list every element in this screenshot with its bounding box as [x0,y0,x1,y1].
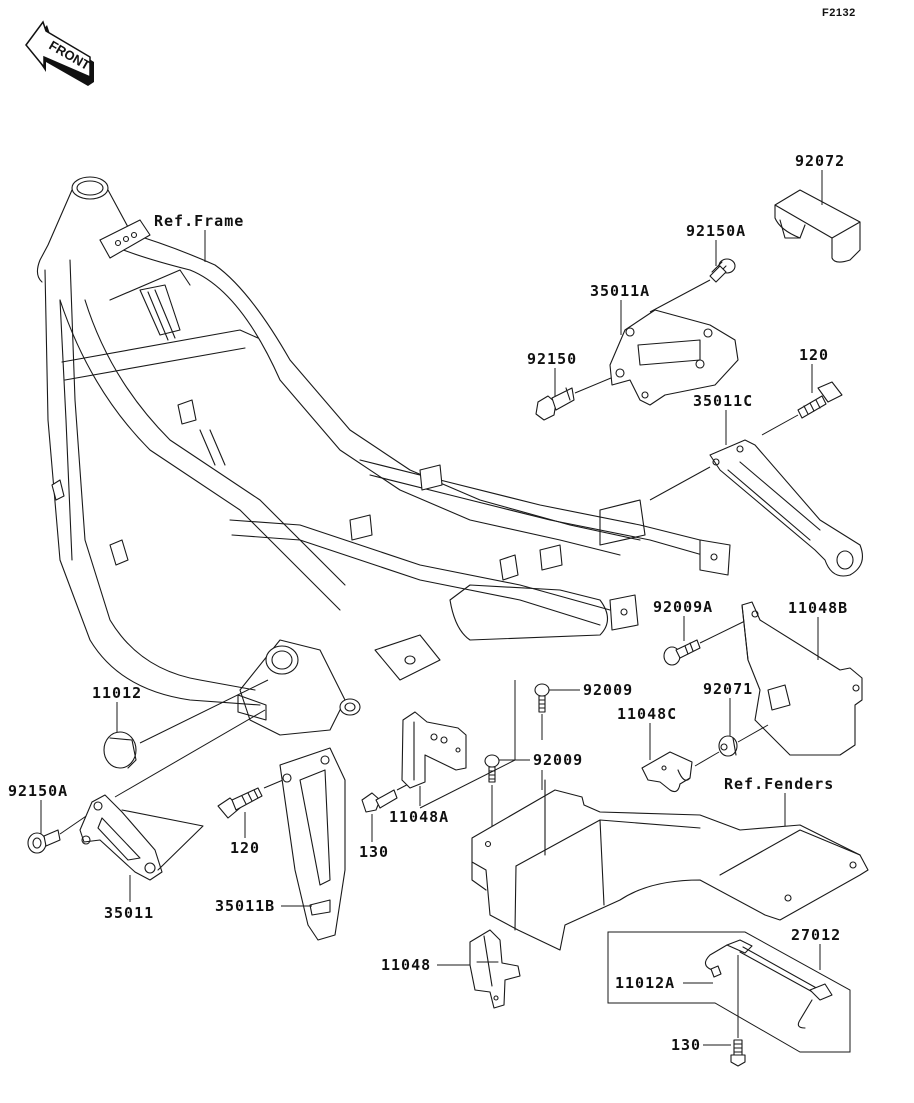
label-11012A: 11012A [615,974,675,992]
part-11048C-bracket[interactable] [641,751,693,793]
label-35011C: 35011C [693,392,753,410]
part-92071-grommet[interactable] [718,735,738,757]
label-27012: 27012 [791,926,841,944]
part-11012-cap[interactable] [103,731,137,769]
label-35011A: 35011A [590,282,650,300]
part-92072-band[interactable] [774,189,861,263]
label-92009-lower: 92009 [533,751,583,769]
part-92150A-bolt-top[interactable] [709,258,736,283]
part-120-bolt-bottom[interactable] [217,787,263,819]
part-92009-screw-upper[interactable] [534,683,550,713]
part-11048-bracket[interactable] [469,929,521,1009]
label-35011: 35011 [104,904,154,922]
part-92009A-screw[interactable] [663,639,701,666]
label-92150A-top: 92150A [686,222,746,240]
label-120-top: 120 [799,346,829,364]
label-130-lower: 130 [671,1036,701,1054]
label-130-upper: 130 [359,843,389,861]
label-92071: 92071 [703,680,753,698]
label-92150: 92150 [527,350,577,368]
frame-drawing [36,176,731,736]
label-92009A: 92009A [653,598,713,616]
part-35011B-bracket[interactable] [279,747,346,941]
part-92150-bolt[interactable] [535,387,575,421]
part-130-bolt-upper[interactable] [361,789,398,813]
label-11048B: 11048B [788,599,848,617]
part-11048A-bracket[interactable] [401,711,467,789]
part-27012-bracket[interactable] [607,931,851,1053]
part-120-bolt-top[interactable] [797,381,843,419]
rear-fender-drawing [471,779,869,951]
part-92150A-bolt-bottom[interactable] [27,829,61,854]
part-35011A-bracket[interactable] [609,309,739,406]
label-11048: 11048 [381,956,431,974]
label-11012: 11012 [92,684,142,702]
label-92072: 92072 [795,152,845,170]
label-92009-upper: 92009 [583,681,633,699]
ref-frame-label: Ref.Frame [154,212,244,230]
label-120-bottom: 120 [230,839,260,857]
ref-fenders-label: Ref.Fenders [724,775,834,793]
label-35011B: 35011B [215,897,275,915]
figure-code: F2132 [822,7,856,19]
label-11048C: 11048C [617,705,677,723]
label-92150A-bottom: 92150A [8,782,68,800]
part-130-bolt-lower[interactable] [730,1039,746,1067]
part-11048B-bracket[interactable] [741,601,863,756]
label-11048A: 11048A [389,808,449,826]
front-direction-arrow-icon: FRONT [25,20,94,86]
part-35011C-bracket[interactable] [709,439,863,577]
part-35011-bracket[interactable] [79,794,204,881]
part-92009-screw-lower[interactable] [484,754,500,783]
